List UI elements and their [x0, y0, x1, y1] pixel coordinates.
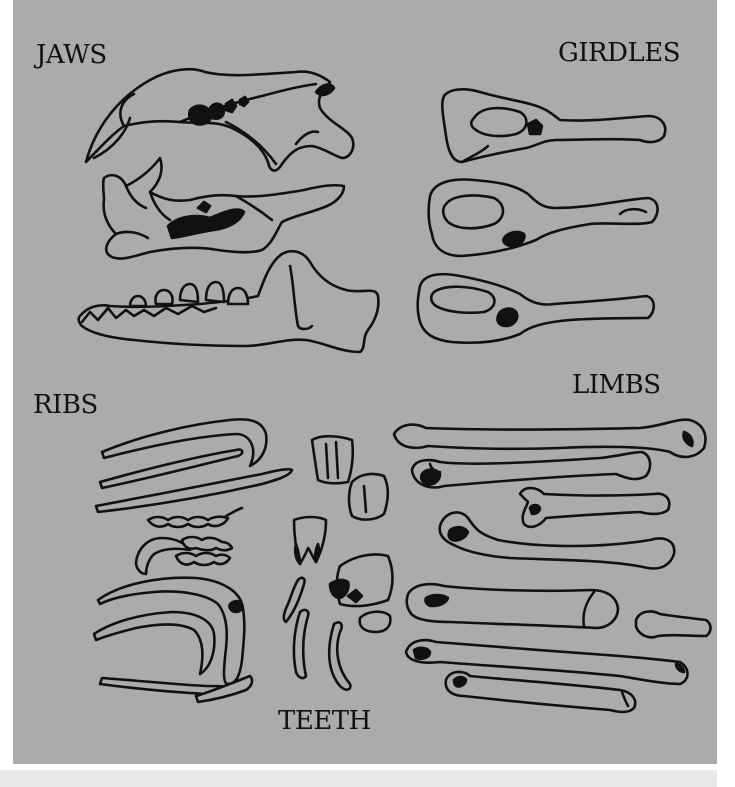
jaw-middle-skull — [103, 158, 344, 259]
ribs-group — [94, 419, 292, 702]
jaw-lower-mandible — [79, 251, 379, 352]
teeth-group — [284, 436, 393, 689]
girdle-middle — [429, 180, 658, 256]
girdle-bottom — [418, 274, 654, 343]
limbs-group — [394, 420, 711, 712]
girdle-top — [442, 89, 665, 162]
jaw-upper-skull — [86, 69, 353, 170]
